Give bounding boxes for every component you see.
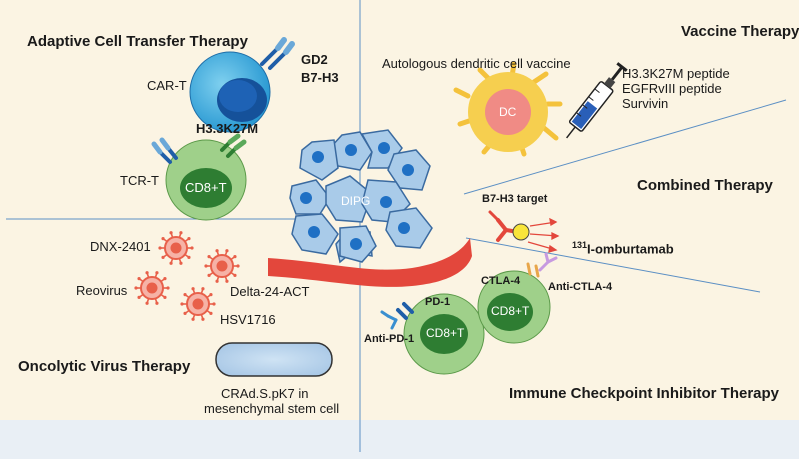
b7h3-label: B7-H3 [301, 70, 339, 85]
dc-vaccine-label: Autologous dendritic cell vaccine [382, 56, 571, 71]
section-title-checkpoint: Immune Checkpoint Inhibitor Therapy [509, 385, 780, 402]
b7h3-target-label: B7-H3 target [482, 193, 548, 205]
omburtamab-superscript: 131 [572, 240, 588, 250]
radioisotope-icon [512, 223, 530, 241]
pd1-cell-cd8-label: CD8+T [426, 326, 465, 340]
virus-icon [204, 249, 240, 283]
omburtamab-label: 131I-omburtamab [572, 240, 674, 257]
virus-icon [158, 231, 194, 265]
dipg-nuclei [300, 142, 414, 250]
virus-dnx2401: DNX-2401 [90, 239, 151, 254]
radiation-arrows-icon [527, 217, 560, 253]
ctla4-receptor-icon [526, 262, 540, 278]
dc-label: DC [499, 105, 517, 119]
car-t-cell [189, 51, 271, 133]
virus-delta24act: Delta-24-ACT [230, 284, 310, 299]
b7h3-antibody-icon [488, 210, 520, 242]
tcr-t-cell [165, 139, 247, 221]
tcr-receptor-left-icon [151, 137, 178, 164]
anti-pd1-label: Anti-PD-1 [364, 333, 415, 345]
peptide-2: EGFRvIII peptide [622, 81, 722, 96]
anti-ctla4-antibody-icon [538, 252, 558, 272]
bottom-band [0, 420, 799, 459]
divider-combined-checkpoint [465, 237, 761, 293]
syringe-icon [566, 62, 628, 139]
virus-reovirus: Reovirus [76, 283, 128, 298]
tcr-t-label: TCR-T [120, 173, 159, 188]
tcr-cd8-label: CD8+T [185, 180, 227, 195]
section-title-combined: Combined Therapy [637, 177, 773, 194]
virus-icon [134, 271, 170, 305]
divider-vaccine-combined [463, 99, 787, 195]
section-title-adaptive: Adaptive Cell Transfer Therapy [27, 33, 248, 50]
virus-icon [180, 287, 216, 321]
tcr-receptor-right-icon [220, 133, 247, 158]
h3k27m-label: H3.3K27M [196, 121, 259, 136]
peptide-3: Survivin [622, 96, 669, 111]
section-dividers [6, 0, 787, 452]
section-title-vaccine: Vaccine Therapy [681, 23, 799, 40]
blood-vessel [268, 238, 472, 287]
checkpoint-cell-pd1 [403, 293, 485, 375]
ctla4-cell-cd8-label: CD8+T [491, 304, 530, 318]
pd1-label: PD-1 [425, 296, 451, 308]
msc-label-line1: CRAd.S.pK7 in [221, 386, 309, 401]
mesenchymal-stem-cell [215, 342, 333, 377]
gd2-label: GD2 [301, 52, 328, 67]
anti-pd1-antibody-icon [380, 310, 398, 330]
omburtamab-name: I-omburtamab [587, 241, 674, 257]
dendritic-cell [453, 61, 563, 157]
dipg-label: DIPG [341, 194, 371, 208]
ctla4-label: CTLA-4 [481, 275, 521, 287]
car-t-label: CAR-T [147, 78, 187, 93]
car-receptor-icon [260, 37, 295, 70]
virus-hsv1716: HSV1716 [220, 312, 276, 327]
section-title-oncolytic: Oncolytic Virus Therapy [18, 358, 191, 375]
pd1-receptor-icon [396, 302, 414, 320]
msc-label-line2: mesenchymal stem cell [204, 401, 340, 416]
peptide-1: H3.3K27M peptide [622, 66, 730, 81]
anti-ctla4-label: Anti-CTLA-4 [548, 281, 613, 293]
checkpoint-cell-ctla4 [477, 270, 551, 344]
